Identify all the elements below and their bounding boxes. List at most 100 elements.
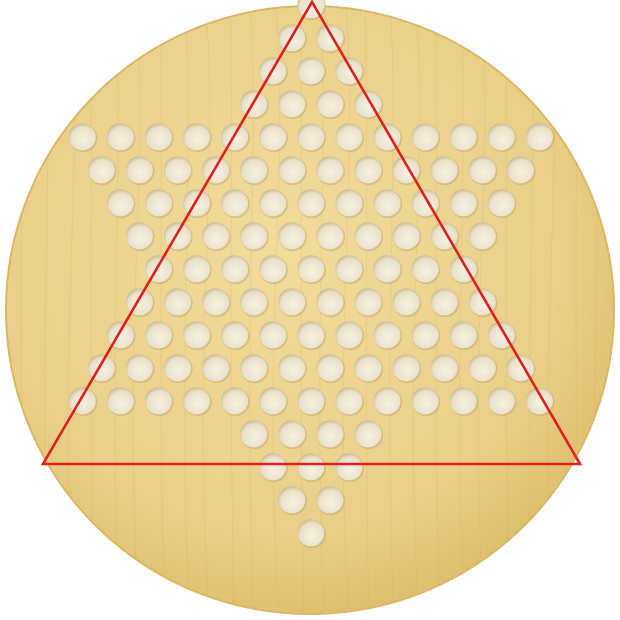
board-hole[interactable]: [373, 321, 403, 351]
board-hole[interactable]: [278, 354, 307, 384]
board-hole[interactable]: [278, 222, 307, 252]
board-hole[interactable]: [278, 486, 307, 516]
board-hole[interactable]: [259, 453, 288, 483]
board-hole[interactable]: [125, 222, 155, 252]
board-hole[interactable]: [449, 189, 479, 219]
board-hole[interactable]: [449, 321, 479, 351]
board-hole[interactable]: [240, 222, 269, 252]
board-hole[interactable]: [106, 387, 136, 417]
board-hole[interactable]: [259, 321, 288, 351]
board-hole[interactable]: [430, 156, 460, 186]
board-hole[interactable]: [449, 123, 479, 153]
hole-pit: [182, 123, 211, 151]
board-hole[interactable]: [182, 123, 212, 153]
board-hole[interactable]: [335, 255, 365, 285]
board-hole[interactable]: [316, 222, 346, 252]
board-hole[interactable]: [144, 321, 174, 351]
board-hole[interactable]: [278, 420, 307, 450]
board-hole[interactable]: [144, 123, 174, 153]
board-hole[interactable]: [525, 123, 555, 153]
board-hole[interactable]: [221, 255, 250, 285]
board-hole[interactable]: [144, 387, 174, 417]
board-hole[interactable]: [125, 156, 155, 186]
board-hole[interactable]: [297, 123, 326, 153]
board-hole[interactable]: [240, 156, 269, 186]
board-hole[interactable]: [201, 222, 231, 252]
board-hole[interactable]: [163, 156, 193, 186]
board-hole[interactable]: [182, 321, 212, 351]
board-hole[interactable]: [201, 354, 231, 384]
board-hole[interactable]: [335, 453, 365, 483]
board-hole[interactable]: [506, 156, 536, 186]
board-hole[interactable]: [373, 189, 403, 219]
board-hole[interactable]: [297, 321, 326, 351]
board-hole[interactable]: [163, 288, 193, 318]
board-hole[interactable]: [240, 420, 269, 450]
board-hole[interactable]: [182, 255, 212, 285]
board-hole[interactable]: [354, 222, 384, 252]
board-hole[interactable]: [468, 156, 498, 186]
board-hole[interactable]: [449, 387, 479, 417]
board-hole[interactable]: [278, 288, 307, 318]
board-hole[interactable]: [487, 189, 517, 219]
board-hole[interactable]: [411, 321, 441, 351]
board-hole[interactable]: [316, 354, 346, 384]
board-hole[interactable]: [259, 387, 288, 417]
board-hole[interactable]: [392, 222, 422, 252]
board-hole[interactable]: [163, 354, 193, 384]
board-hole[interactable]: [411, 255, 441, 285]
board-hole[interactable]: [87, 156, 117, 186]
board-hole[interactable]: [354, 354, 384, 384]
board-hole[interactable]: [297, 255, 326, 285]
board-hole[interactable]: [335, 321, 365, 351]
board-hole[interactable]: [240, 354, 269, 384]
board-hole[interactable]: [430, 354, 460, 384]
board-hole[interactable]: [125, 354, 155, 384]
board-hole[interactable]: [373, 387, 403, 417]
board-hole[interactable]: [468, 222, 498, 252]
board-hole[interactable]: [297, 387, 326, 417]
board-hole[interactable]: [487, 123, 517, 153]
board-hole[interactable]: [201, 288, 231, 318]
board-hole[interactable]: [411, 123, 441, 153]
board-hole[interactable]: [392, 288, 422, 318]
board-hole[interactable]: [430, 288, 460, 318]
board-hole[interactable]: [335, 387, 365, 417]
board-hole[interactable]: [259, 255, 288, 285]
board-hole[interactable]: [316, 156, 346, 186]
board-hole[interactable]: [259, 189, 288, 219]
board-hole[interactable]: [259, 123, 288, 153]
board-hole[interactable]: [297, 189, 326, 219]
board-hole[interactable]: [468, 354, 498, 384]
board-hole[interactable]: [240, 288, 269, 318]
hole-pit: [525, 123, 554, 151]
board-hole[interactable]: [335, 123, 365, 153]
board-hole[interactable]: [316, 288, 346, 318]
board-hole[interactable]: [316, 486, 346, 516]
hole-pit: [468, 222, 496, 250]
board-hole[interactable]: [354, 288, 384, 318]
board-hole[interactable]: [68, 123, 98, 153]
board-hole[interactable]: [278, 90, 307, 120]
board-hole[interactable]: [221, 387, 250, 417]
board-hole[interactable]: [144, 189, 174, 219]
board-hole[interactable]: [106, 123, 136, 153]
board-hole[interactable]: [316, 420, 346, 450]
board-hole[interactable]: [373, 255, 403, 285]
hole-pit: [297, 57, 325, 85]
board-hole[interactable]: [335, 189, 365, 219]
board-hole[interactable]: [278, 156, 307, 186]
board-hole[interactable]: [411, 387, 441, 417]
board-hole[interactable]: [297, 453, 326, 483]
board-hole[interactable]: [354, 156, 384, 186]
board-hole[interactable]: [316, 90, 346, 120]
board-hole[interactable]: [392, 354, 422, 384]
board-hole[interactable]: [297, 57, 326, 87]
board-hole[interactable]: [297, 519, 326, 549]
board-hole[interactable]: [182, 387, 212, 417]
board-hole[interactable]: [354, 420, 384, 450]
board-hole[interactable]: [221, 189, 250, 219]
board-hole[interactable]: [487, 387, 517, 417]
board-hole[interactable]: [106, 189, 136, 219]
board-hole[interactable]: [221, 321, 250, 351]
